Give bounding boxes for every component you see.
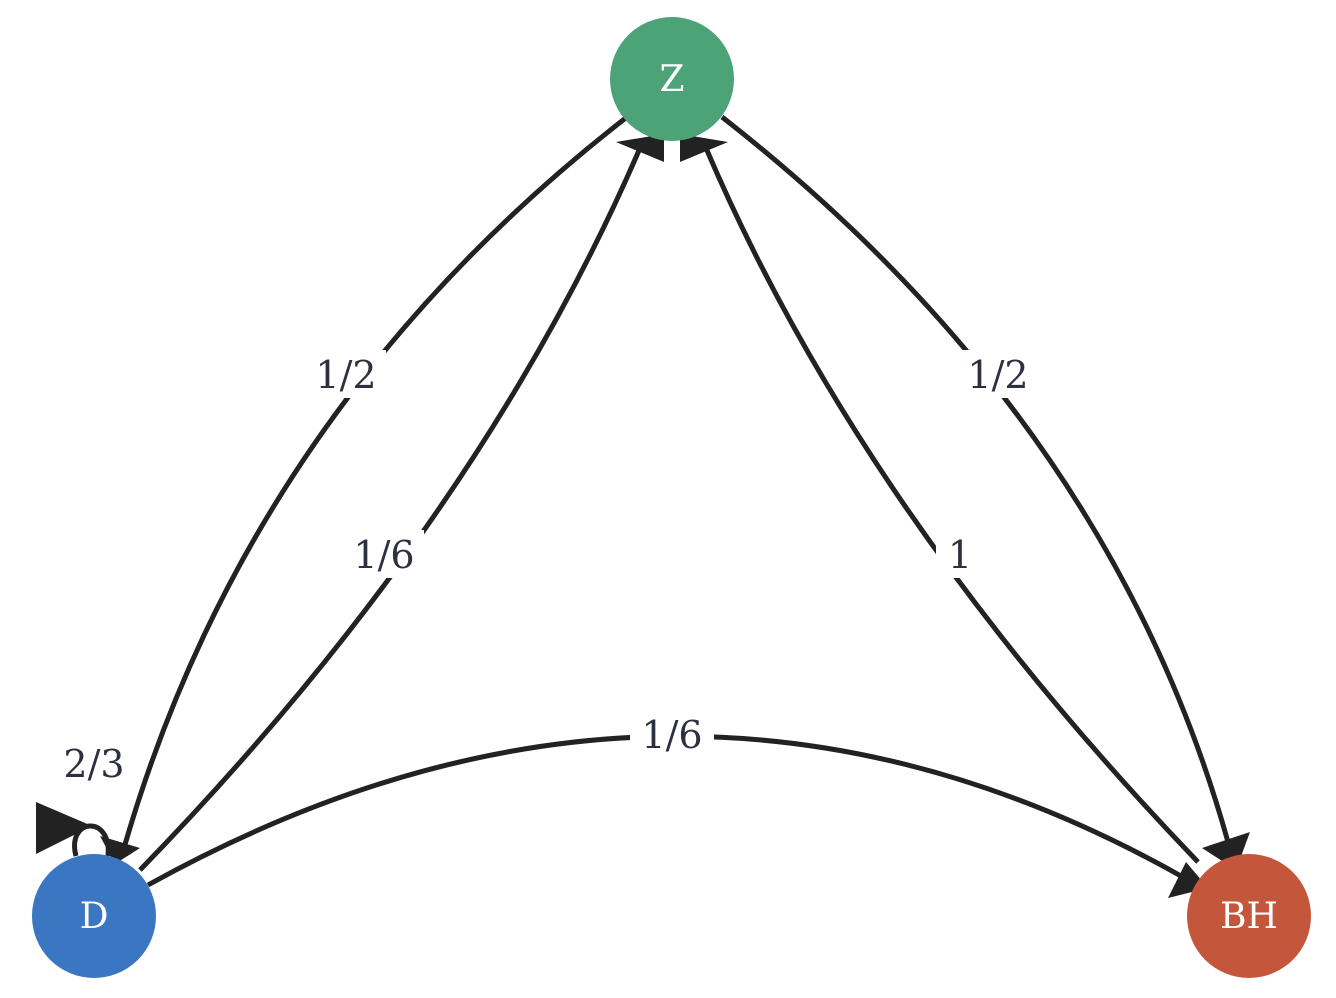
arrowhead-bh-to-z: [680, 134, 728, 162]
edge-z-to-d: 1/2: [100, 115, 629, 864]
node-d[interactable]: D: [32, 854, 156, 978]
node-z-circle: [610, 17, 734, 141]
node-d-circle: [32, 854, 156, 978]
edge-bh-to-z: 1: [680, 134, 1200, 864]
edge-label-z-to-bh: 1/2: [967, 353, 1028, 397]
edge-label-d-self-loop: 2/3: [63, 742, 124, 786]
node-bh[interactable]: BH: [1187, 854, 1311, 978]
node-z-label: Z: [659, 59, 684, 100]
edge-label-z-to-d: 1/2: [315, 353, 376, 397]
edge-label-d-to-bh: 1/6: [641, 713, 702, 757]
arrowhead-d-to-z: [616, 134, 664, 162]
edge-z-to-bh: 1/2: [720, 115, 1250, 870]
node-d-label: D: [80, 896, 109, 937]
edge-label-bh-to-z: 1: [948, 533, 972, 577]
edge-d-self-loop: 2/3: [36, 742, 125, 857]
edge-d-to-bh: 1/6: [146, 712, 1208, 898]
arrowhead-d-self-loop: [36, 802, 92, 854]
node-z[interactable]: Z: [610, 17, 734, 141]
node-bh-circle: [1187, 854, 1311, 978]
edge-label-d-to-z: 1/6: [353, 533, 414, 577]
node-bh-label: BH: [1220, 896, 1278, 937]
edge-d-to-z: 1/6: [138, 134, 664, 872]
